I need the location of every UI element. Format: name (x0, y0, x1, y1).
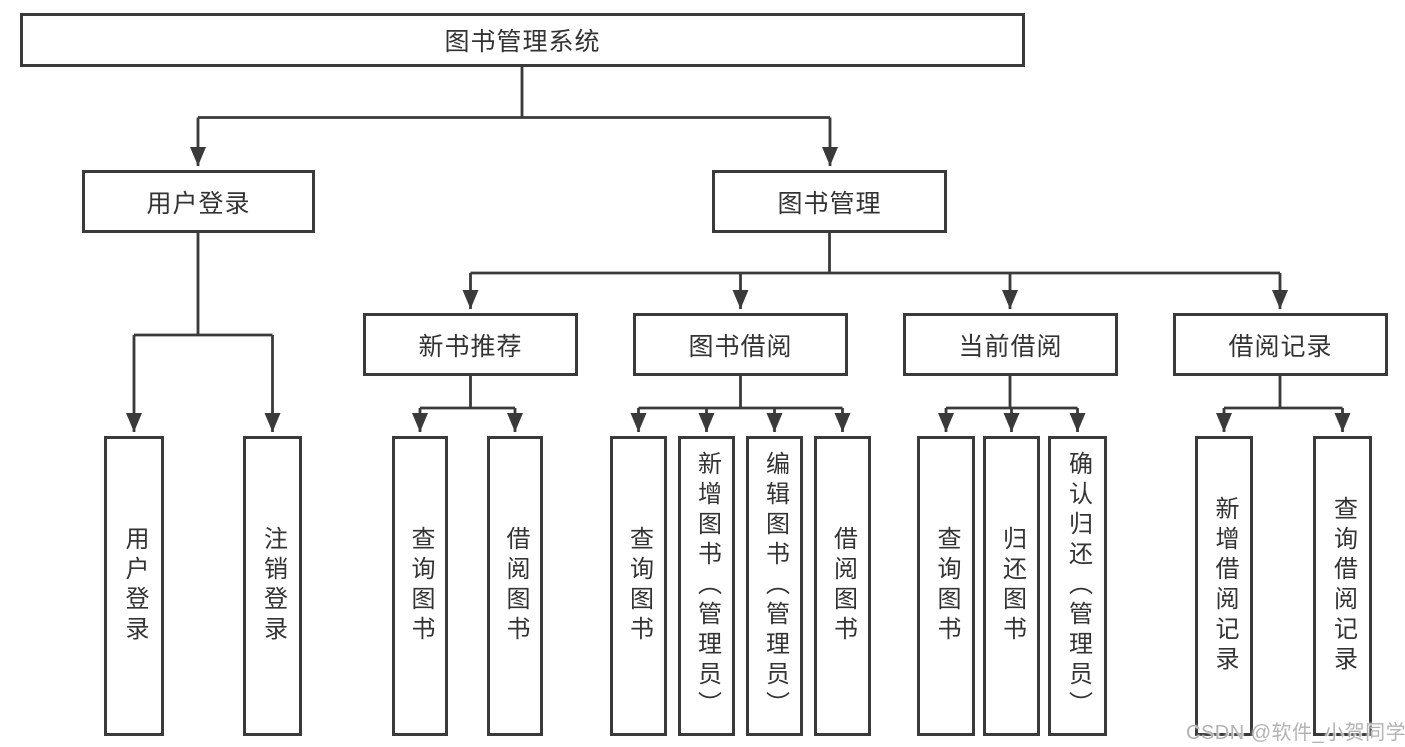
node-new-book-recommend: 新书推荐 (363, 313, 578, 376)
connector-book-borrow-to-leaves (630, 376, 851, 432)
leaf-bb-query-books: 查询图书 (610, 436, 667, 736)
leaf-logout: 注销登录 (243, 436, 302, 736)
leaf-nbr-query-books: 查询图书 (392, 436, 448, 736)
node-current-borrow: 当前借阅 (903, 313, 1118, 376)
leaf-bb-edit-books-admin: 编辑图书（管理员） (746, 436, 803, 736)
connector-user-login-to-leaves (126, 233, 281, 432)
node-borrow-records: 借阅记录 (1173, 313, 1388, 376)
connector-current-borrow-to-leaves (938, 376, 1086, 432)
node-book-borrow: 图书借阅 (633, 313, 848, 376)
connector-new-book-recommend-to-leaves (412, 376, 523, 432)
leaf-cb-return-books: 归还图书 (983, 436, 1040, 736)
connector-root-to-level2 (190, 67, 838, 166)
csdn-watermark: CSDN @软件_小贺同学 (1186, 722, 1405, 744)
leaf-bb-borrow-books: 借阅图书 (814, 436, 871, 736)
node-root-library-management-system: 图书管理系统 (20, 13, 1025, 67)
node-user-login: 用户登录 (82, 170, 315, 233)
connector-book-management-to-level3 (462, 233, 1288, 309)
connector-borrow-records-to-leaves (1216, 376, 1351, 432)
node-book-management: 图书管理 (712, 170, 947, 233)
leaf-cb-confirm-return-admin: 确认归还（管理员） (1048, 436, 1107, 736)
leaf-br-add-record: 新增借阅记录 (1195, 436, 1253, 736)
leaf-nbr-borrow-books: 借阅图书 (487, 436, 543, 736)
leaf-user-login: 用户登录 (104, 436, 164, 736)
leaf-br-query-record: 查询借阅记录 (1313, 436, 1372, 736)
leaf-cb-query-books: 查询图书 (917, 436, 975, 736)
leaf-bb-add-books-admin: 新增图书（管理员） (678, 436, 735, 736)
